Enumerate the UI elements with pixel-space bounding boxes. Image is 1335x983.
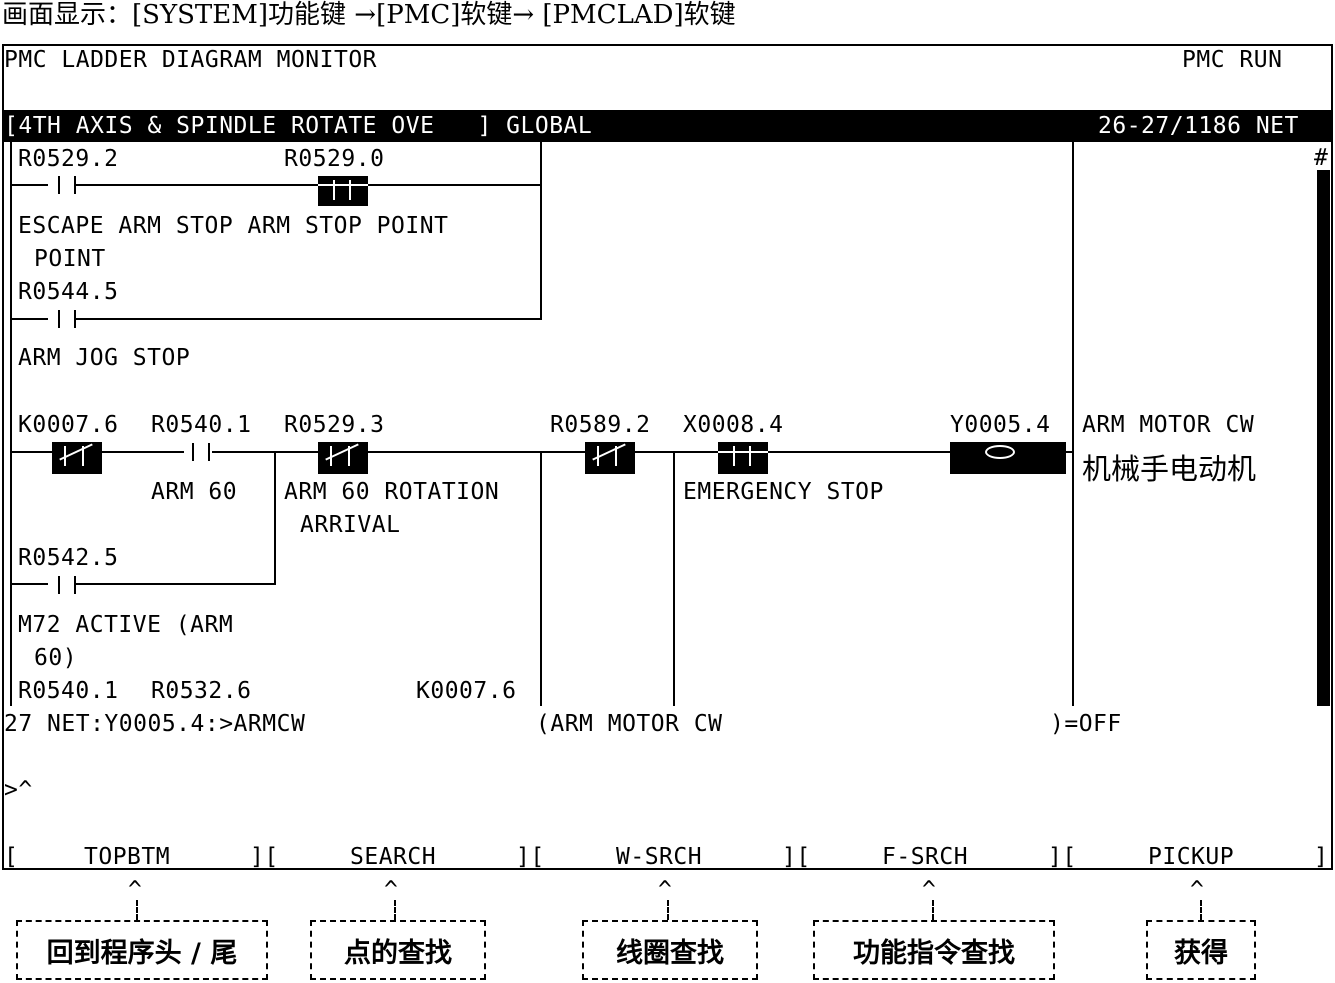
rung-line [12,318,542,320]
contact-bar [74,310,76,328]
left-power-rail [10,142,12,706]
note-pickup: 获得 [1146,920,1256,980]
addr-k0007-6-b: K0007.6 [416,678,517,704]
caption: 画面显示：[SYSTEM]功能键 →[PMC]软键→ [PMCLAD]软键 [2,0,736,30]
comment-point: POINT [34,246,106,272]
addr-y0005-4: Y0005.4 [950,412,1051,438]
comment-60: 60) [34,645,78,671]
note-w-srch: 线圈查找 [582,920,758,980]
program-title-bar: [4TH AXIS & SPINDLE ROTATE OVE ] GLOBAL … [2,110,1333,142]
softkey-bracket-sep: ][ [782,844,811,870]
vertical-scrollbar[interactable] [1317,170,1330,706]
contact-bar [58,176,60,194]
net-state: )=OFF [1050,711,1122,737]
softkey-f-srch[interactable]: F-SRCH [882,844,969,870]
addr-r0540-1-b: R0540.1 [18,678,119,704]
addr-x0008-4: X0008.4 [683,412,784,438]
up-arrow-icon: ^ [128,877,143,903]
softkey-pickup[interactable]: PICKUP [1148,844,1235,870]
addr-r0529-0: R0529.0 [284,146,385,172]
note-f-srch: 功能指令查找 [813,920,1055,980]
rung-line [12,451,950,453]
addr-r0542-5: R0542.5 [18,545,119,571]
rung-branch [274,451,276,585]
softkey-bracket-sep: ][ [516,844,545,870]
softkey-w-srch[interactable]: W-SRCH [616,844,703,870]
up-arrow-icon: ^ [658,877,673,903]
coil-comment: ARM MOTOR CW [1082,412,1255,438]
softkey-bracket-right: ] [1314,844,1329,870]
addr-r0544-5: R0544.5 [18,279,119,305]
rung-branch [673,451,675,706]
scroll-mark: # [1314,145,1329,171]
coil-comment-cn: 机械手电动机 [1082,452,1257,486]
up-arrow-icon: ^ [1190,877,1205,903]
comment-arm60: ARM 60 [151,479,238,505]
contact-r0542-5[interactable] [48,578,76,592]
comment-arrival: ARRIVAL [300,512,401,538]
coil-symbol-icon [985,445,1015,459]
rung-line [12,583,276,585]
comment-arm-jog: ARM JOG STOP [18,345,191,371]
softkey-topbtm[interactable]: TOPBTM [84,844,171,870]
rung-line [1066,451,1072,453]
contact-bar [58,310,60,328]
comment-escape: ESCAPE ARM STOP ARM STOP POINT [18,213,449,239]
pmc-screen [2,44,1333,870]
screen-title: PMC LADDER DIAGRAM MONITOR [4,47,378,73]
rung-branch [540,451,542,706]
contact-r0529-2[interactable] [48,178,76,192]
contact-x0008-4-on[interactable] [718,442,768,474]
contact-bar [333,180,335,200]
softkey-bracket-sep: ][ [1048,844,1077,870]
contact-bar [349,180,351,200]
callout-connector [932,900,934,920]
addr-r0540-1: R0540.1 [151,412,252,438]
contact-r0540-1[interactable] [184,445,212,459]
callout-connector [394,900,396,920]
comment-m72: M72 ACTIVE (ARM [18,612,234,638]
up-arrow-icon: ^ [384,877,399,903]
callout-connector [667,900,669,920]
contact-r0544-5[interactable] [48,312,76,326]
softkey-bracket-sep: ][ [250,844,279,870]
note-search: 点的查找 [310,920,486,980]
callout-connector [1200,900,1202,920]
contact-line [318,184,368,186]
note-topbtm: 回到程序头 / 尾 [16,920,268,980]
command-prompt[interactable]: >^ [4,777,33,803]
right-power-rail [1072,142,1074,706]
contact-bar [74,176,76,194]
net-info: 27 NET:Y0005.4:>ARMCW [4,711,306,737]
addr-r0589-2: R0589.2 [550,412,651,438]
net-range: 26-27/1186 NET [1098,113,1299,139]
rung-line [12,184,542,186]
rung-branch [540,142,542,320]
addr-r0532-6: R0532.6 [151,678,252,704]
softkey-search[interactable]: SEARCH [350,844,437,870]
program-title: [4TH AXIS & SPINDLE ROTATE OVE ] GLOBAL [4,113,593,139]
addr-r0529-2: R0529.2 [18,146,119,172]
comment-arm60-rotation: ARM 60 ROTATION [284,479,500,505]
up-arrow-icon: ^ [922,877,937,903]
net-comment: (ARM MOTOR CW [536,711,723,737]
addr-k0007-6: K0007.6 [18,412,119,438]
addr-r0529-3: R0529.3 [284,412,385,438]
callout-connector [136,900,138,920]
pmc-run-status: PMC RUN [1182,47,1283,73]
contact-r0529-0-on[interactable] [318,176,368,206]
softkey-bracket-left: [ [4,844,19,870]
comment-emergency-stop: EMERGENCY STOP [683,479,884,505]
